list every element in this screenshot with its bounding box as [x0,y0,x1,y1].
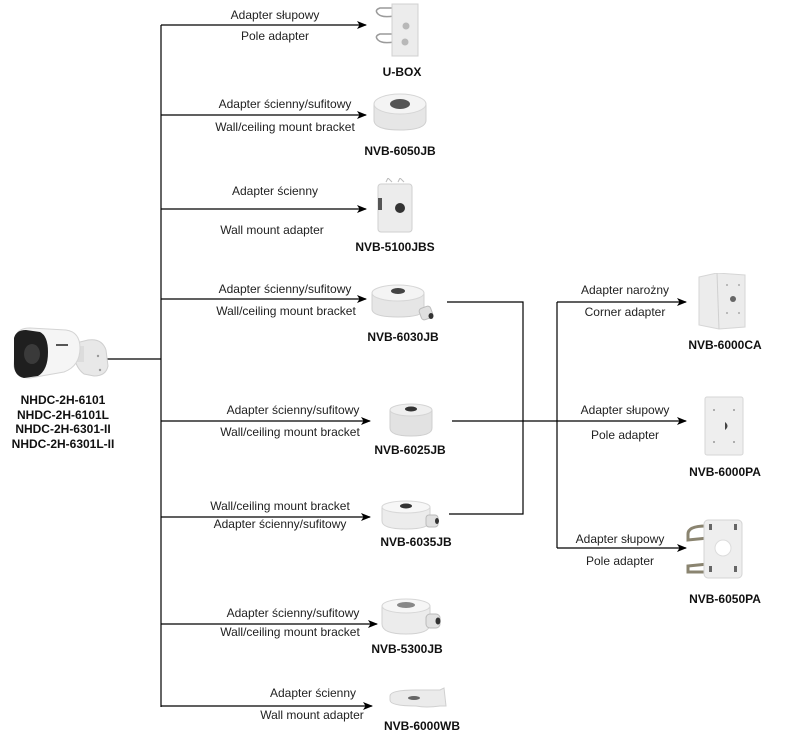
branch-label-top: Adapter ścienny [231,184,319,198]
junction-box-gland-icon [380,596,444,636]
secondary-label-top: Adapter słupowy [580,403,670,417]
branch-label-bottom: Adapter ścienny/sufitowy [213,517,347,531]
branch-label-bottom: Wall mount adapter [220,223,324,237]
branch-label-top: Adapter słupowy [230,8,320,22]
branch-label-bottom: Pole adapter [240,29,310,43]
branch-label-bottom: Wall/ceiling mount bracket [216,304,356,318]
branch-label-top: Adapter ścienny/sufitowy [226,403,360,417]
product-name: NVB-6000PA [689,465,761,479]
junction-box-icon [372,92,428,132]
branch-label-bottom: Wall/ceiling mount bracket [215,120,355,134]
product-name: NVB-6025JB [374,443,446,457]
branch-label-top: Adapter ścienny/sufitowy [218,97,352,111]
secondary-label-top: Adapter narożny [580,283,670,297]
branch-label-top: Adapter ścienny/sufitowy [226,606,360,620]
secondary-label-top: Adapter słupowy [575,532,665,546]
branch-label-bottom: Wall mount adapter [260,708,364,722]
bullet-camera-icon [10,322,110,380]
product-name: NVB-5100JBS [355,240,435,254]
pole-adapter-straps-icon [684,518,746,580]
product-name: NVB-5300JB [371,642,443,656]
product-name: NVB-6050PA [689,592,761,606]
pole-adapter-plate-icon [704,396,744,456]
branch-label-top: Adapter ścienny/sufitowy [218,282,352,296]
secondary-label-bottom: Corner adapter [584,305,666,319]
product-name: NVB-6000CA [688,338,762,352]
junction-box-gland-icon [380,499,444,533]
product-name: NVB-6035JB [380,535,452,549]
branch-label-top: Wall/ceiling mount bracket [210,499,350,513]
link-nvb-6030jb [447,301,524,515]
product-name: NVB-6000WB [383,719,461,733]
wall-bracket-icon [386,684,450,712]
camera-model: NHDC-2H-6301L-II [11,436,115,451]
camera-model: NHDC-2H-6101L [16,407,110,422]
wall-box-icon [374,177,414,234]
camera-model-list: NHDC-2H-6101 NHDC-2H-6101L NHDC-2H-6301-… [0,393,126,451]
pole-mount-plate-icon [372,2,422,58]
junction-box-icon [388,402,434,438]
camera-model: NHDC-2H-6301-II [15,422,111,436]
product-name: NVB-6030JB [367,330,439,344]
camera-model: NHDC-2H-6101 [20,393,106,407]
secondary-label-bottom: Pole adapter [590,428,660,442]
branch-label-top: Adapter ścienny [269,686,357,700]
product-name: U-BOX [382,65,422,79]
junction-box-gland-icon [370,283,436,325]
branch-label-bottom: Wall/ceiling mount bracket [220,425,360,439]
corner-adapter-icon [697,272,747,331]
secondary-label-bottom: Pole adapter [585,554,655,568]
product-name: NVB-6050JB [364,144,436,158]
branch-label-bottom: Wall/ceiling mount bracket [220,625,360,639]
